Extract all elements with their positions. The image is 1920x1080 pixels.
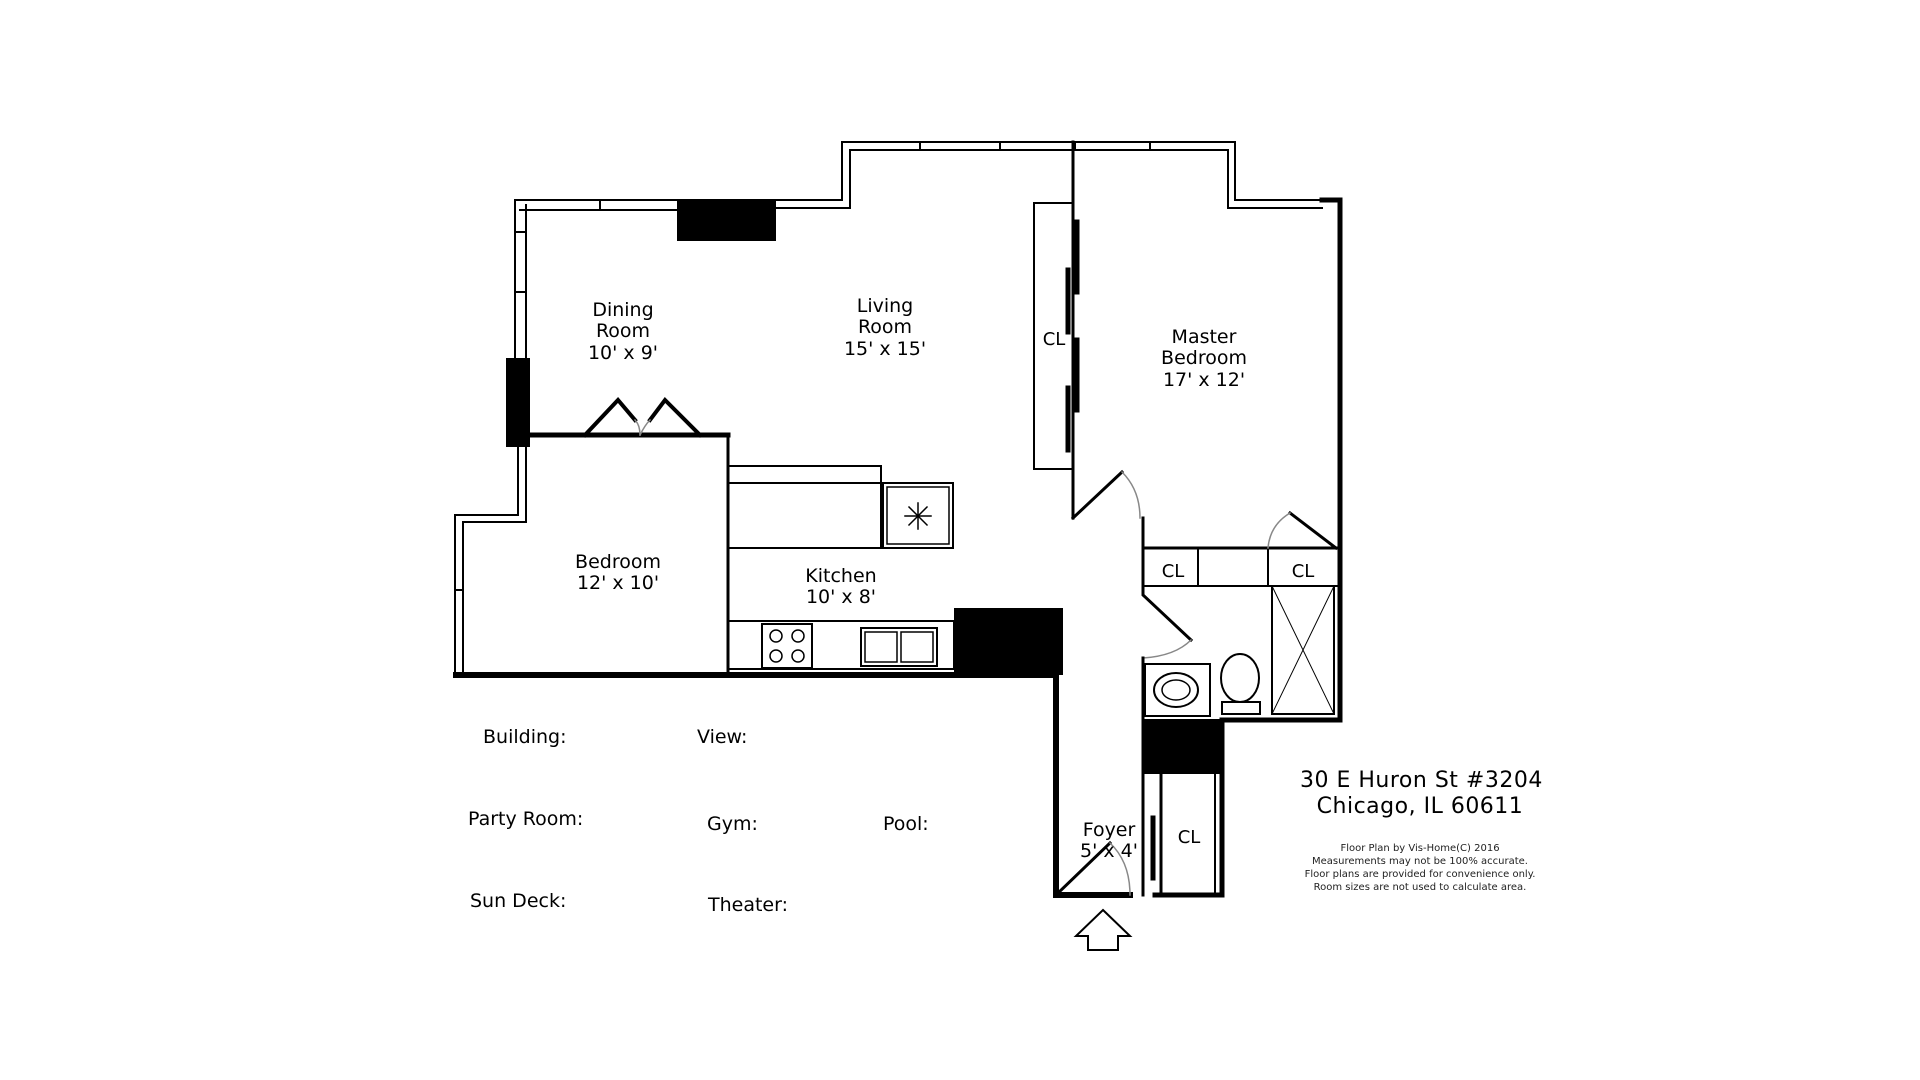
amenity-building: Building: xyxy=(483,726,567,748)
closet-label: CL xyxy=(1291,561,1315,582)
room-label-bedroom: Bedroom 12' x 10' xyxy=(563,551,673,595)
interior-wall xyxy=(1070,469,1125,521)
exterior-wall xyxy=(1219,197,1343,723)
door-swing xyxy=(638,418,652,437)
upper-counter xyxy=(727,465,882,484)
room-name: Bedroom xyxy=(1161,347,1247,370)
entry-door xyxy=(1053,840,1113,898)
exterior-wall xyxy=(453,672,1133,898)
credit-line: Floor Plan by Vis-Home(C) 2016 xyxy=(1340,843,1500,854)
exterior-wall xyxy=(1152,717,1225,898)
fireplace-block xyxy=(677,199,776,241)
room-name: Room xyxy=(595,320,651,343)
room-name: Dining xyxy=(592,299,654,321)
interior-wall xyxy=(1287,510,1339,551)
mechanical-block xyxy=(1143,719,1222,774)
room-label-master-bedroom: Master Bedroom 17' x 12' xyxy=(1148,326,1260,391)
door-swing xyxy=(1142,638,1193,659)
disclaimer-line: Room sizes are not used to calculate are… xyxy=(1313,882,1527,893)
closet-label: CL xyxy=(1161,561,1185,582)
address-line-street: 30 E Huron St #3204 xyxy=(1300,768,1543,793)
door-swing xyxy=(633,418,641,436)
dining-door xyxy=(647,396,703,438)
door-swing xyxy=(1120,470,1141,519)
disclaimer-line: Measurements may not be 100% accurate. xyxy=(1312,856,1528,867)
interior-wall xyxy=(1141,516,1194,643)
room-size: 17' x 12' xyxy=(1162,368,1246,391)
room-size: 15' x 15' xyxy=(843,337,927,360)
closet-wall xyxy=(1033,202,1074,470)
amenity-sun-deck: Sun Deck: xyxy=(470,890,567,912)
burner-icons xyxy=(769,629,805,663)
amenity-party-room: Party Room: xyxy=(468,808,584,830)
amenity-theater: Theater: xyxy=(708,894,788,916)
room-label-dining: Dining Room 10' x 9' xyxy=(580,299,666,364)
island-counter xyxy=(727,482,882,549)
address-line-city: Chicago, IL 60611 xyxy=(1316,794,1524,820)
room-name: Foyer xyxy=(1082,819,1136,841)
room-label-kitchen: Kitchen 10' x 8' xyxy=(788,565,894,609)
closet-doors xyxy=(1065,219,1080,453)
closet-shelf xyxy=(1197,547,1269,587)
amenity-pool: Pool: xyxy=(883,813,929,835)
column-block xyxy=(954,608,1063,675)
door-swing xyxy=(1108,841,1131,896)
closet-label: CL xyxy=(1042,329,1066,350)
door-swing xyxy=(1267,511,1292,549)
refrigerator xyxy=(882,482,954,549)
room-size: 10' x 8' xyxy=(805,586,877,609)
shower-stall xyxy=(1271,585,1335,715)
snowflake-icon xyxy=(904,502,932,530)
kitchen-sink xyxy=(860,627,938,667)
room-label-foyer: Foyer 5' x 4' xyxy=(1063,819,1155,863)
closet-label: CL xyxy=(1177,827,1201,848)
vanity xyxy=(1144,663,1211,717)
sink-icon xyxy=(1153,672,1199,708)
entry-arrow-icon xyxy=(1073,908,1133,951)
floor-plan-credit: Floor Plan by Vis-Home(C) 2016 Measureme… xyxy=(1300,842,1540,894)
room-name: Bedroom xyxy=(575,551,661,573)
window-mullions xyxy=(454,141,1151,591)
amenity-view: View: xyxy=(697,726,748,748)
room-size: 5' x 4' xyxy=(1080,840,1138,863)
room-name: Room xyxy=(857,316,913,339)
dining-door xyxy=(582,397,638,438)
room-name: Living xyxy=(856,295,914,317)
disclaimer-line: Floor plans are provided for convenience… xyxy=(1304,869,1536,880)
stovetop xyxy=(761,623,813,669)
room-name: Master xyxy=(1171,326,1237,348)
toilet-icon xyxy=(1220,653,1260,703)
property-address: 30 E Huron St #3204 Chicago, IL 60611 xyxy=(1300,768,1543,821)
room-size: 12' x 10' xyxy=(576,572,660,595)
room-name: Kitchen xyxy=(805,565,877,587)
room-size: 10' x 9' xyxy=(587,341,659,364)
amenity-gym: Gym: xyxy=(707,813,758,835)
room-label-living: Living Room 15' x 15' xyxy=(830,295,940,360)
